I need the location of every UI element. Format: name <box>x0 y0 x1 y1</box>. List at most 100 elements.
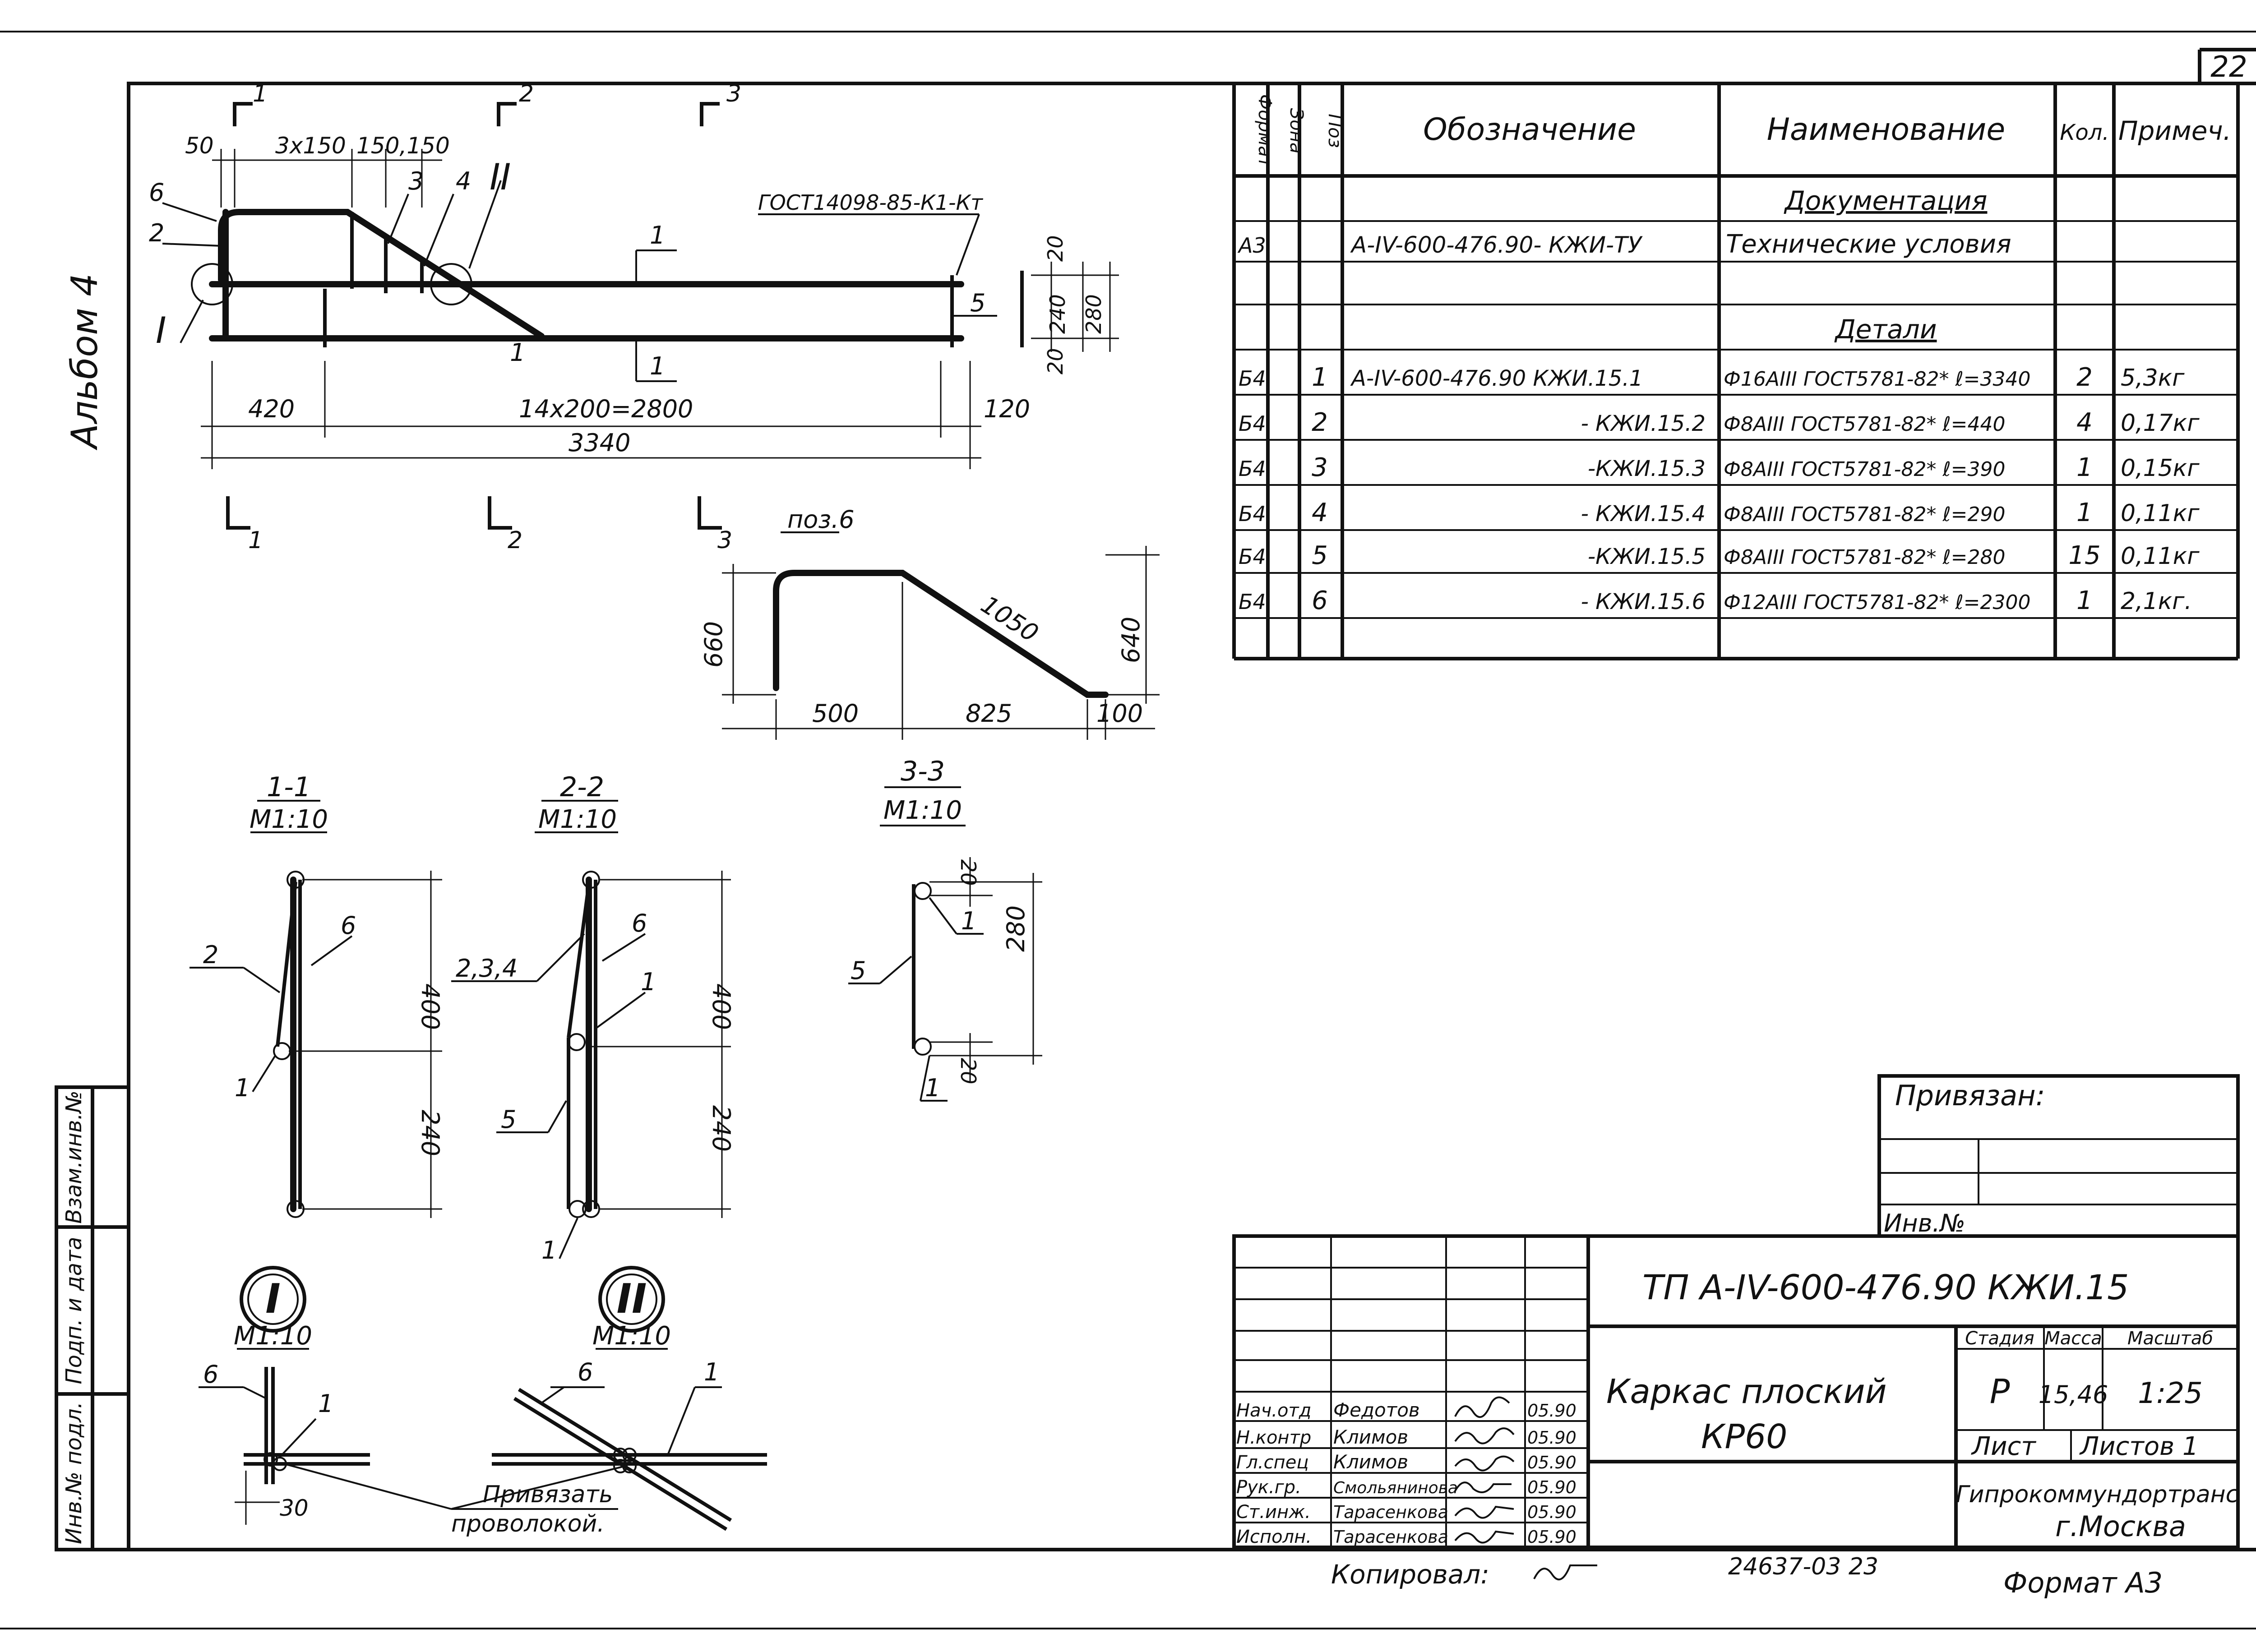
node-I-label-1: 1 <box>318 1389 333 1418</box>
binding-title: Привязан: <box>1895 1079 2045 1112</box>
section-1-1-dim-400: 400 <box>416 983 444 1030</box>
mass-value: 15,46 <box>2039 1380 2108 1409</box>
node-II-label-6: 6 <box>578 1358 593 1386</box>
staff-date: 05.90 <box>1527 1502 1576 1522</box>
spec-row-name: Ф12АIII ГОСТ5781-82* ℓ=2300 <box>1724 591 2030 614</box>
spec-row-qty: 1 <box>2076 498 2093 527</box>
section-2-2 <box>451 800 731 1259</box>
stamp-replace-label: Взам.инв.№ <box>61 1090 87 1223</box>
spec-row-name: Ф8АIII ГОСТ5781-82* ℓ=290 <box>1724 503 2006 526</box>
frame-main-view <box>180 180 964 347</box>
section-1-1-label-1: 1 <box>235 1074 250 1102</box>
pos-label-5: 5 <box>970 289 985 317</box>
node-II-scale: М1:10 <box>592 1321 671 1351</box>
spec-header-designation: Обозначение <box>1423 112 1636 148</box>
node-I-mark: I <box>265 1275 281 1323</box>
spec-header-format: Формат <box>1254 94 1275 168</box>
spec-row-designation: -КЖИ.15.3 <box>1588 456 1706 481</box>
binding-inv: Инв.№ <box>1884 1209 1965 1237</box>
spec-row-qty: 1 <box>2076 453 2093 482</box>
section-2-2-label-1: 1 <box>641 968 656 996</box>
section-3-3-dim-280: 280 <box>1002 905 1030 952</box>
cut-marks <box>226 102 722 530</box>
spec-row-designation: А-IV-600-476.90 КЖИ.15.1 <box>1350 366 1643 391</box>
spec-header-qty: Кол. <box>2060 120 2109 145</box>
section-2-2-scale: М1:10 <box>538 805 617 834</box>
stage-value: Р <box>1990 1372 2010 1411</box>
dim-right-20-bottom: 20 <box>1043 348 1068 374</box>
section-1-1 <box>190 800 442 1218</box>
node-II-marker <box>430 263 472 305</box>
spec-header-note: Примеч. <box>2118 115 2231 146</box>
section-3-3-label-1-bottom: 1 <box>925 1074 940 1102</box>
spec-row-note: 0,15кг <box>2121 455 2200 482</box>
section-3-3-label-1-top: 1 <box>961 907 976 935</box>
sheet-header: Лист <box>1971 1432 2036 1461</box>
spec-row-format: Б4 <box>1239 457 1266 481</box>
tie-leaders <box>284 1463 625 1510</box>
copier-signature <box>1533 1564 1597 1581</box>
footer-format: Формат А3 <box>2003 1566 2163 1599</box>
staff-date: 05.90 <box>1527 1401 1576 1421</box>
stamp-inv-label: Инв.№ подл. <box>61 1402 87 1544</box>
spec-row-qty: 1 <box>2076 586 2093 615</box>
spec-row: Б4 3 -КЖИ.15.3 Ф8АIII ГОСТ5781-82* ℓ=390… <box>1239 453 2200 482</box>
pos6-dim-500: 500 <box>812 699 859 728</box>
staff-name: Тарасенкова <box>1333 1527 1448 1547</box>
spec-row-format: Б4 <box>1239 366 1266 391</box>
node-II-mark: II <box>617 1275 647 1323</box>
dim-420: 420 <box>248 395 295 423</box>
gost-note: ГОСТ14098-85-К1-Кт <box>758 190 983 215</box>
node-I-scale: М1:10 <box>234 1321 312 1351</box>
section-3-3 <box>848 786 1042 1102</box>
staff-role: Нач.отд <box>1236 1400 1311 1421</box>
stamp-sign-label: Подп. и дата <box>61 1237 87 1384</box>
pos6-dim-640: 640 <box>1117 617 1145 663</box>
title-code: ТП А-IV-600-476.90 КЖИ.15 <box>1642 1267 2129 1307</box>
spec-row-pos: 4 <box>1312 498 1328 527</box>
cut-label-3-bottom: 3 <box>717 527 732 554</box>
dim-120: 120 <box>984 395 1030 423</box>
staff-role: Н.контр <box>1236 1427 1311 1448</box>
pos6-dim-660: 660 <box>699 621 728 668</box>
org-line1: Гипрокоммундортранс <box>1956 1481 2239 1508</box>
node-I-marker <box>191 263 233 305</box>
spec-row: Б4 4 - КЖИ.15.4 Ф8АIII ГОСТ5781-82* ℓ=29… <box>1239 498 2200 527</box>
dim-150-150: 150,150 <box>356 133 450 159</box>
staff-role: Гл.спец <box>1236 1452 1309 1473</box>
pos6-dim-1050: 1050 <box>976 590 1044 648</box>
node-I-dim-30: 30 <box>280 1495 309 1521</box>
section-1-1-scale: М1:10 <box>250 805 328 834</box>
section-3-3-scale: М1:10 <box>883 796 962 825</box>
signatures <box>1454 1396 1515 1544</box>
title-name-line1: Каркас плоский <box>1606 1372 1887 1411</box>
pos6-dim-100: 100 <box>1096 699 1143 728</box>
node-I-callout: I <box>156 309 166 351</box>
title-block-grid <box>1232 1234 2240 1549</box>
spec-header-name: Наименование <box>1767 112 2005 148</box>
sheet-number: 22 <box>2210 51 2247 84</box>
section-1-1-dim-240: 240 <box>416 1110 444 1156</box>
scale-value: 1:25 <box>2138 1377 2203 1410</box>
cut-label-1-bottom: 1 <box>248 527 263 554</box>
spec-row-name: Ф8АIII ГОСТ5781-82* ℓ=440 <box>1724 413 2006 436</box>
pos-label-6: 6 <box>149 178 164 207</box>
section-3-3-title: 3-3 <box>901 756 945 787</box>
cut-label-3-top: 3 <box>726 80 741 107</box>
staff-name: Климов <box>1333 1451 1408 1473</box>
dim-14x200: 14x200=2800 <box>519 395 693 423</box>
node-I <box>199 1266 370 1525</box>
spec-row-format: Б4 <box>1239 502 1266 526</box>
staff-name: Федотов <box>1333 1399 1420 1421</box>
spec-row-note: 0,11кг <box>2121 543 2200 570</box>
spec-row-note: 0,17кг <box>2121 410 2200 437</box>
pos-label-2: 2 <box>149 219 164 247</box>
tie-note-line2: проволокой. <box>451 1510 605 1537</box>
section-2-2-dim-240: 240 <box>707 1105 735 1152</box>
scale-header: Масштаб <box>2127 1328 2213 1349</box>
pos6-detail <box>722 531 1160 740</box>
staff-role: Исполн. <box>1236 1527 1312 1547</box>
spec-table-grid <box>1232 83 2240 660</box>
spec-header-zone: Зона <box>1286 108 1307 154</box>
